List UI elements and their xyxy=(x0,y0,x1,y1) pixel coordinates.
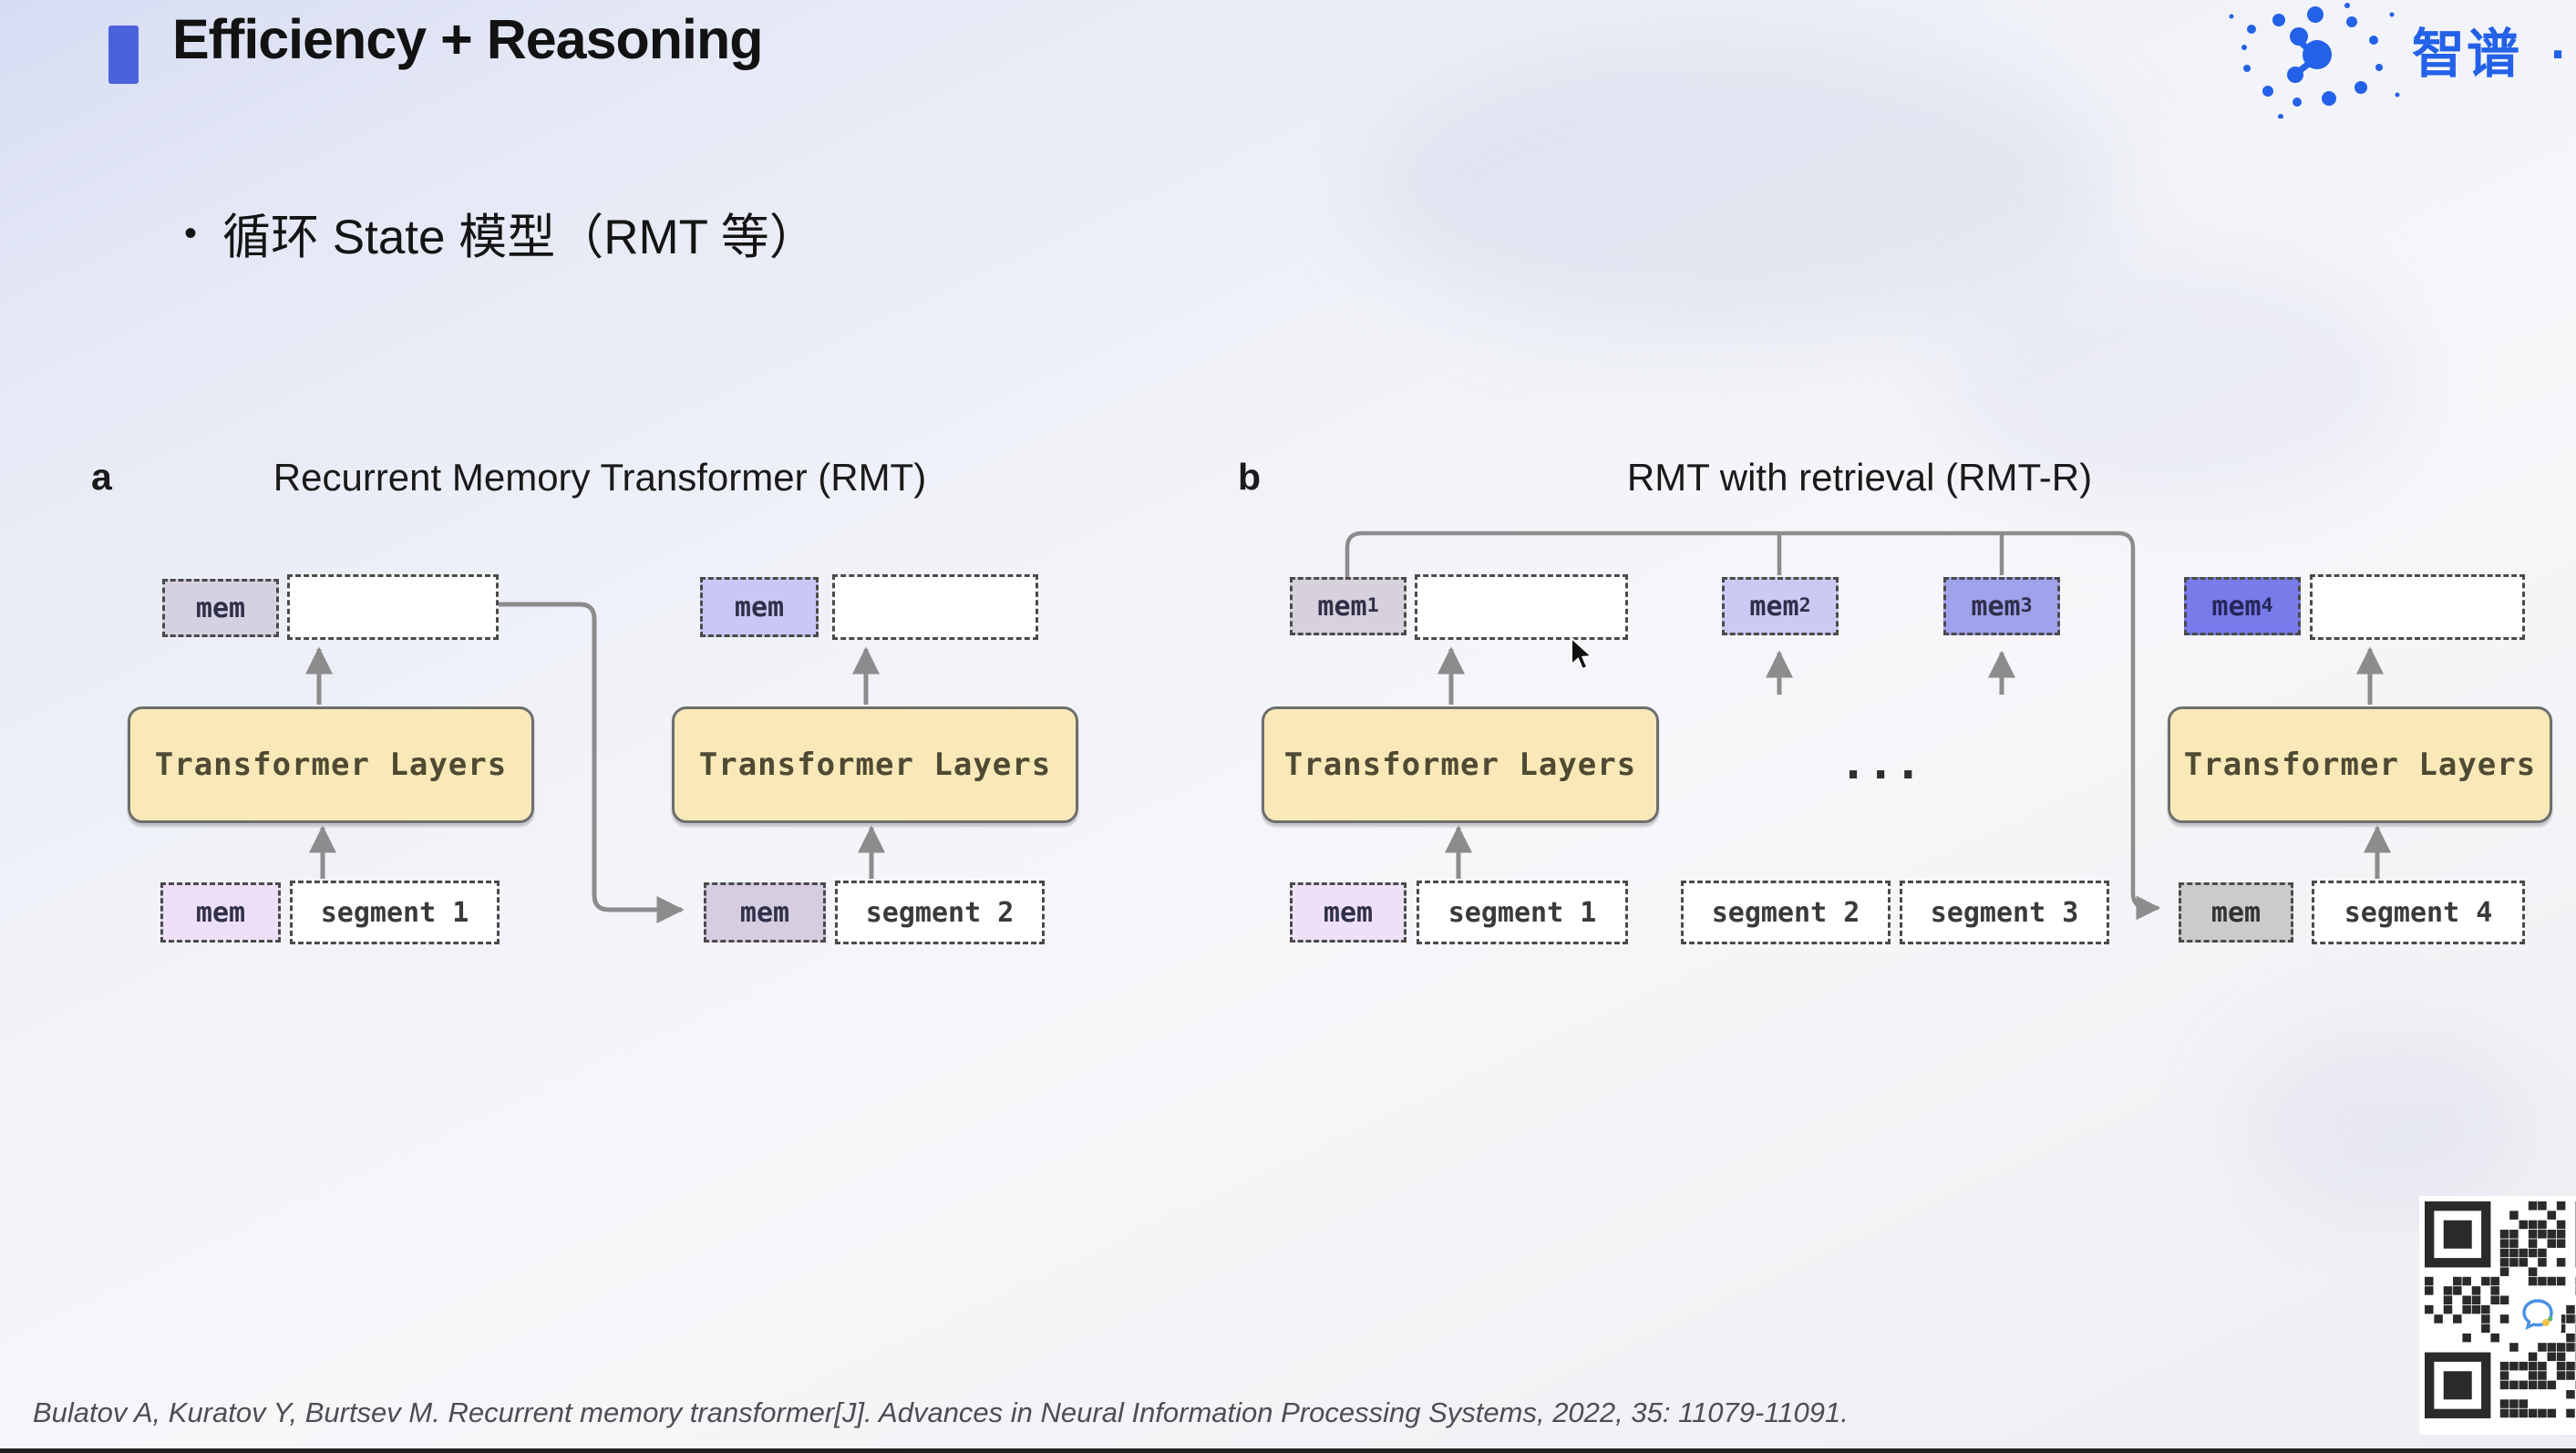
bottom-edge-bar xyxy=(0,1448,2576,1453)
zhipu-logo xyxy=(2224,0,2576,119)
mem-label: mem xyxy=(195,896,246,929)
transformer-layers-box: Transformer Layers xyxy=(1262,706,1659,823)
mem-box: mem xyxy=(700,577,819,637)
chat-bubble-icon xyxy=(2514,1291,2561,1338)
empty-memory-slot xyxy=(287,574,499,640)
segment-box: segment 2 xyxy=(835,881,1045,944)
mem-label: mem xyxy=(2211,590,2262,623)
mem-label: mem xyxy=(195,592,246,624)
transformer-layers-box: Transformer Layers xyxy=(2168,706,2552,823)
segment-box: segment 3 xyxy=(1900,881,2109,944)
mem-label: mem xyxy=(2210,896,2262,929)
page-title: Efficiency + Reasoning xyxy=(172,8,764,70)
diagram-b-heading: RMT with retrieval (RMT-R) xyxy=(1626,456,2093,499)
mem-label: mem xyxy=(1323,896,1374,929)
qr-code xyxy=(2419,1196,2576,1435)
diagram-a-heading: Recurrent Memory Transformer (RMT) xyxy=(273,456,927,499)
segment-box: segment 1 xyxy=(1417,881,1628,944)
empty-memory-slot xyxy=(2310,574,2525,640)
logo-wordmark: 智谱 xyxy=(2412,25,2522,84)
mem-label: mem xyxy=(734,591,785,623)
segment-box: segment 2 xyxy=(1681,881,1891,944)
background-watermark xyxy=(1367,36,2115,337)
empty-memory-slot xyxy=(832,574,1038,640)
mem-box: mem xyxy=(160,882,281,943)
mem-label: mem xyxy=(1749,590,1799,623)
mem-label: mem xyxy=(1971,590,2021,623)
empty-memory-slot xyxy=(1415,574,1628,640)
mem-box: mem xyxy=(2179,882,2293,943)
mem-box: mem xyxy=(704,882,826,943)
segment-box: segment 1 xyxy=(290,881,500,944)
mouse-pointer-icon xyxy=(1570,635,1601,677)
diagram-a-label: a xyxy=(91,456,112,498)
title-accent-bar xyxy=(108,26,139,84)
segment-box: segment 4 xyxy=(2312,881,2525,944)
background-watermark xyxy=(2242,1030,2534,1221)
bullet-text: 循环 State 模型（RMT 等） xyxy=(222,211,818,264)
transformer-layers-box: Transformer Layers xyxy=(128,706,534,823)
bullet-item: • 循环 State 模型（RMT 等） xyxy=(184,199,818,268)
ellipsis: ... xyxy=(1839,737,1922,789)
bullet-marker: • xyxy=(184,212,198,253)
mem-box: mem xyxy=(1290,882,1406,943)
citation-text: Bulatov A, Kuratov Y, Burtsev M. Recurre… xyxy=(33,1396,1849,1428)
diagram-b-label: b xyxy=(1238,456,1262,498)
transformer-layers-box: Transformer Layers xyxy=(672,706,1078,823)
qr-code-with-chat-bubble xyxy=(2425,1201,2576,1418)
logo-wordmark-dot: · xyxy=(2550,25,2569,84)
molecule-dots-icon xyxy=(2229,3,2400,119)
background-watermark xyxy=(1942,264,2416,510)
mem-box: mem xyxy=(162,579,279,637)
mem-label: mem xyxy=(1317,590,1367,623)
mem-label: mem xyxy=(739,896,790,929)
